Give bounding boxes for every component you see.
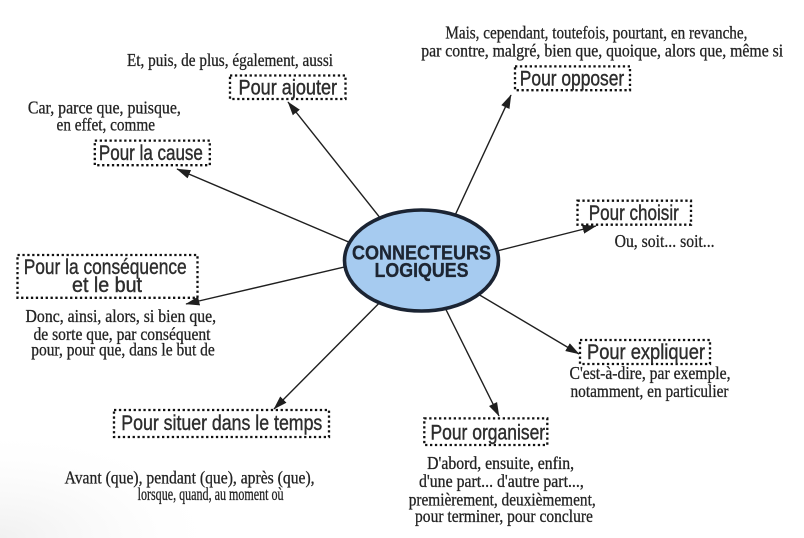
svg-text:Donc, ainsi, alors, si bien qu: Donc, ainsi, alors, si bien que, [26, 306, 217, 326]
svg-text:CONNECTEURS: CONNECTEURS [352, 243, 491, 265]
svg-text:en effet, comme: en effet, comme [57, 115, 156, 135]
svg-text:C'est-à-dire, par exemple,: C'est-à-dire, par exemple, [570, 363, 731, 383]
svg-text:notamment, en particulier: notamment, en particulier [571, 381, 729, 401]
svg-text:Pour choisir: Pour choisir [589, 202, 679, 225]
svg-text:d'une part... d'autre part...,: d'une part... d'autre part..., [419, 471, 584, 491]
svg-text:Pour expliquer: Pour expliquer [587, 341, 705, 364]
svg-text:Pour organiser: Pour organiser [430, 422, 545, 445]
svg-text:Pour la cause: Pour la cause [99, 142, 203, 165]
svg-text:Pour opposer: Pour opposer [520, 68, 624, 91]
svg-text:pour terminer, pour conclure: pour terminer, pour conclure [415, 506, 593, 526]
svg-text:D'abord, ensuite, enfin,: D'abord, ensuite, enfin, [427, 453, 574, 473]
svg-text:Mais, cependant, toutefois, po: Mais, cependant, toutefois, pourtant, en… [445, 23, 747, 43]
svg-text:Ou, soit... soit...: Ou, soit... soit... [615, 231, 715, 251]
svg-text:Et, puis, de plus, également,: Et, puis, de plus, également, aussi [127, 50, 333, 70]
svg-text:Pour ajouter: Pour ajouter [239, 77, 338, 100]
svg-text:Pour la conséquence: Pour la conséquence [24, 256, 187, 279]
svg-text:et le but: et le but [72, 274, 142, 297]
svg-text:Pour situer dans le temps: Pour situer dans le temps [121, 412, 322, 435]
svg-text:par contre, malgré, bien que,: par contre, malgré, bien que, quoique, a… [421, 41, 783, 61]
svg-text:pour, pour que, dans le but de: pour, pour que, dans le but de [31, 340, 215, 360]
svg-text:Avant (que), pendant (que), ap: Avant (que), pendant (que), après (que), [65, 468, 315, 489]
svg-text:lorsque, quand, au moment où: lorsque, quand, au moment où [138, 484, 284, 504]
svg-text:de sorte que, par conséquent: de sorte que, par conséquent [34, 324, 211, 344]
svg-text:Car, parce que, puisque,: Car, parce que, puisque, [28, 97, 181, 117]
svg-text:premièrement, deuxièmement,: premièrement, deuxièmement, [409, 489, 596, 509]
svg-text:LOGIQUES: LOGIQUES [375, 260, 469, 282]
